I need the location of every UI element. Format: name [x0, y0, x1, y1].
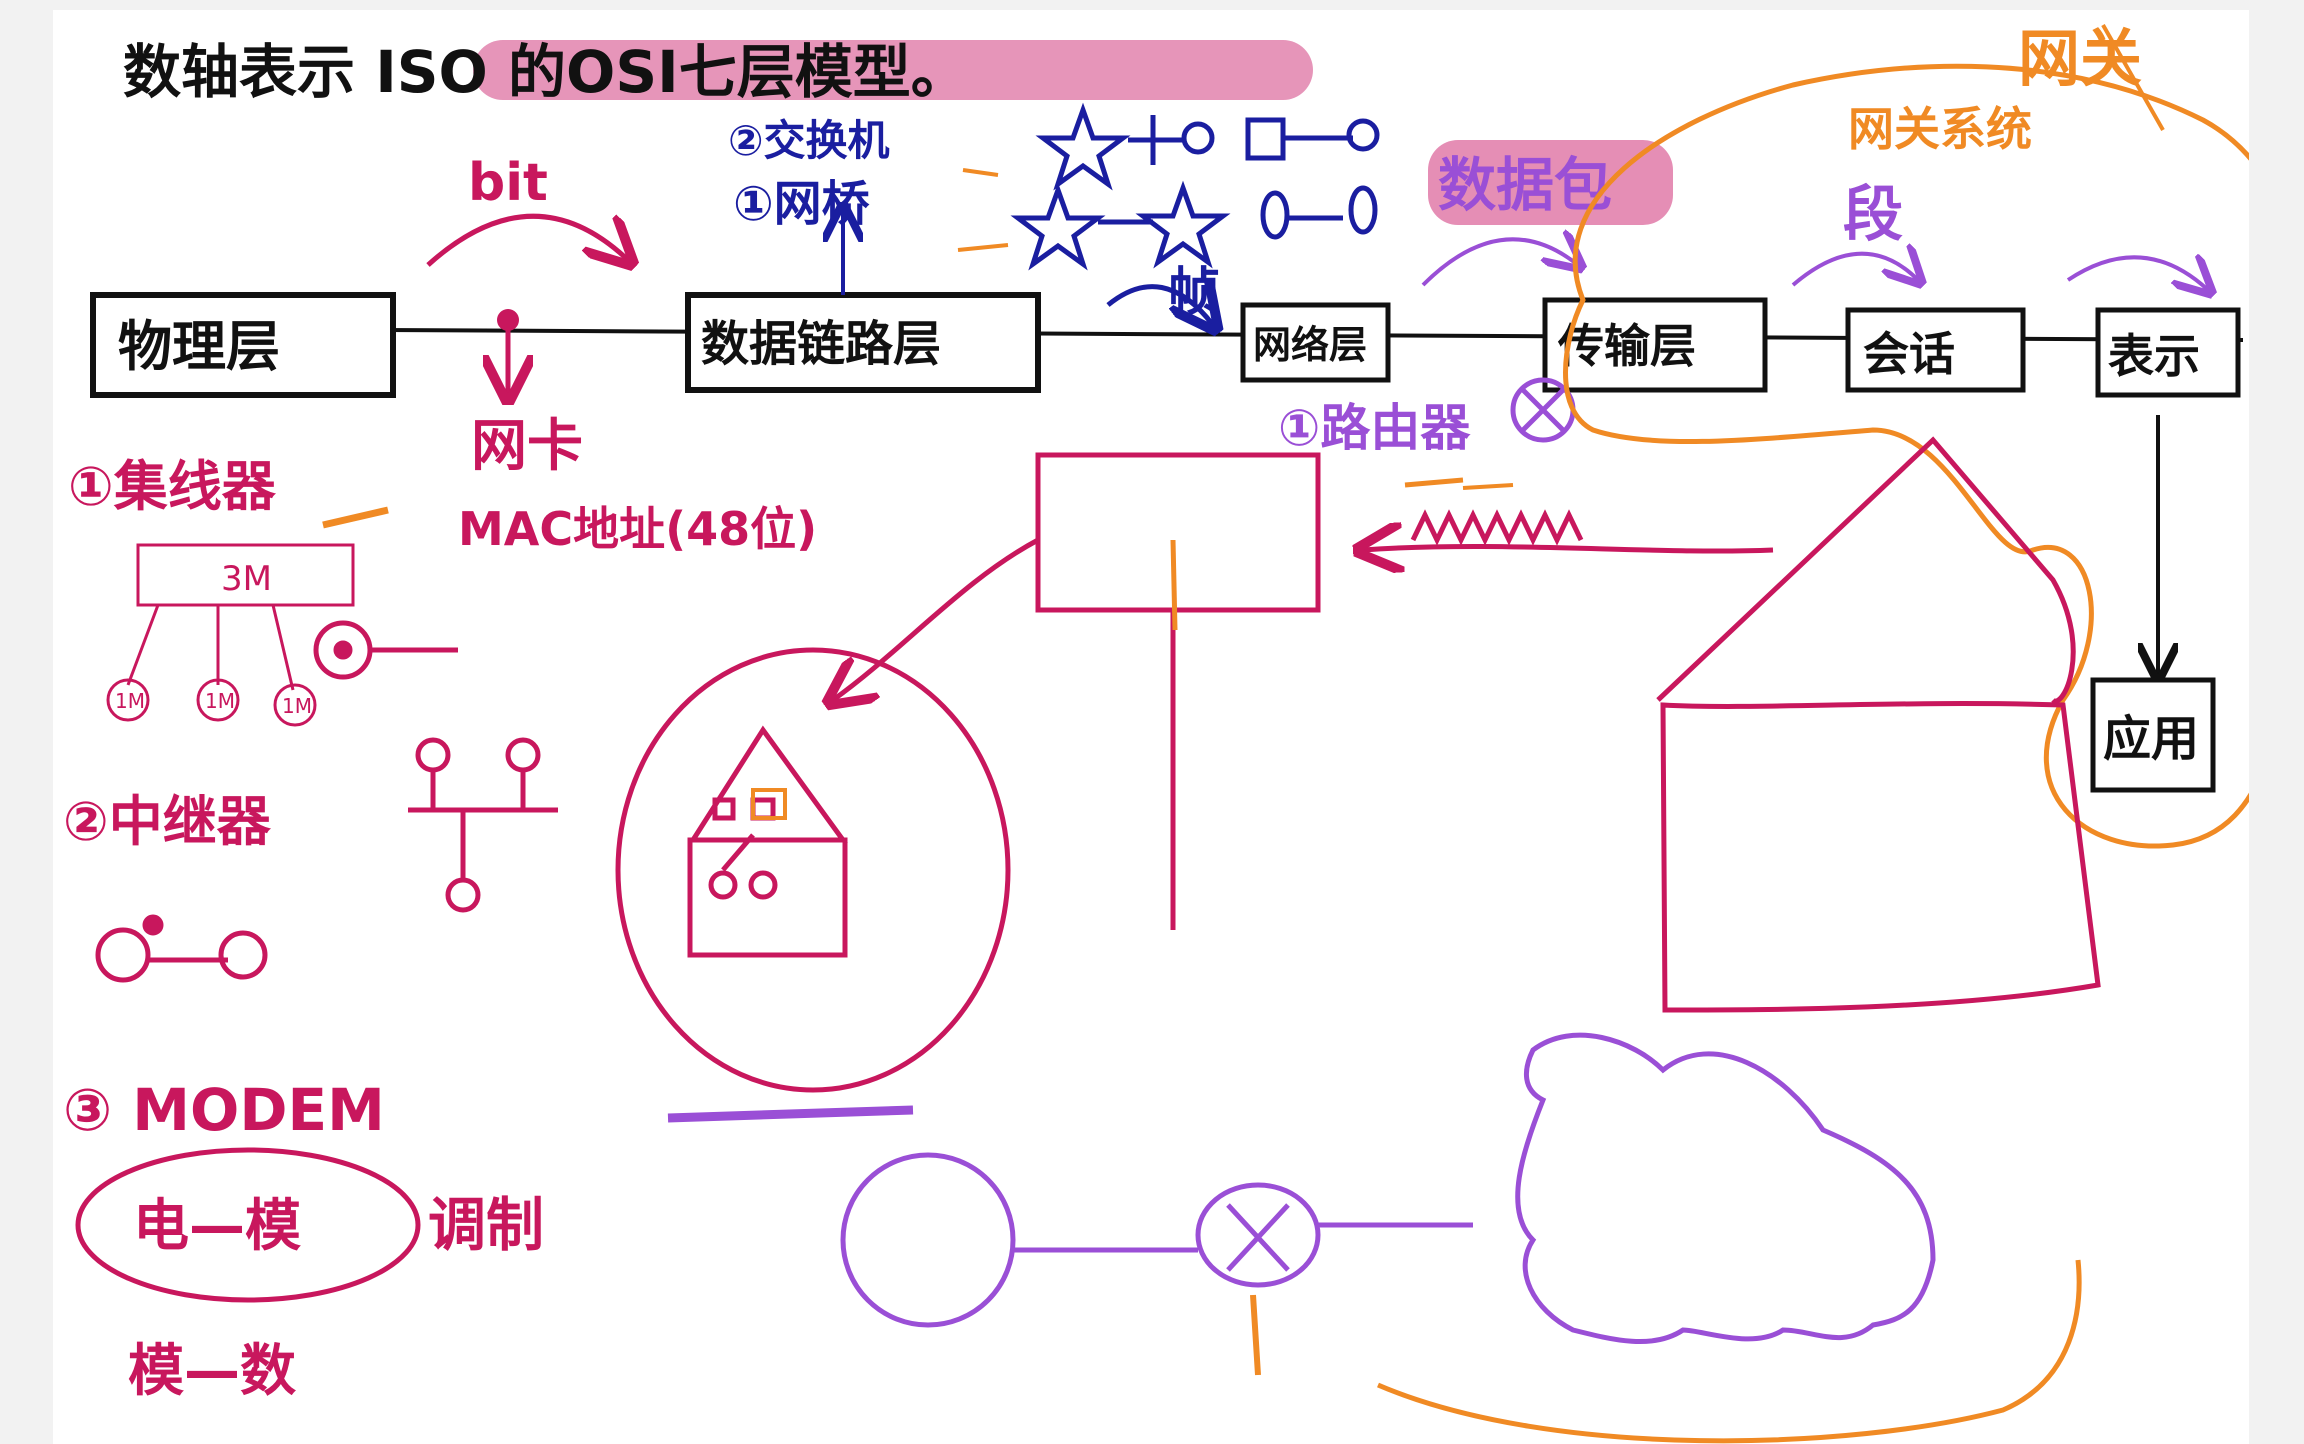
layer-application-label: 应用	[2103, 711, 2199, 767]
switch-label: ②交换机	[728, 116, 890, 165]
bridge-symbols	[1010, 180, 1378, 271]
packet-highlight	[1428, 140, 1673, 225]
gateway-strike	[2101, 24, 2165, 131]
mac-label: MAC地址(48位)	[458, 502, 817, 556]
repeater-diagram	[95, 737, 558, 983]
hub-port-3: 1M	[282, 694, 312, 718]
hub-label: ①集线器	[68, 455, 277, 518]
whiteboard-canvas: 数轴表示 ISO 的OSI七层模型。 物理层 数据链路层 网络层 传输层 会话 …	[53, 10, 2249, 1444]
packet-label: 数据包	[1438, 151, 1612, 219]
layer-presentation-box: 表示	[2095, 307, 2241, 398]
router-label: ①路由器	[1278, 399, 1471, 457]
nic-label: 网卡	[471, 414, 583, 479]
layer-network-label: 网络层	[1253, 323, 1367, 367]
bridge-label: ①网桥	[733, 176, 870, 232]
bit-arrow	[426, 213, 628, 265]
elec-analog-label: 电—模	[133, 1194, 301, 1259]
hub-diagram	[106, 543, 355, 727]
layer-datalink-label: 数据链路层	[701, 316, 941, 372]
layer-physical-box: 物理层	[90, 292, 396, 398]
page-title: 数轴表示 ISO 的OSI七层模型。	[123, 38, 969, 106]
switch-symbols	[1035, 102, 1380, 191]
layer-datalink-box: 数据链路层	[685, 292, 1041, 393]
nic-dot	[497, 309, 519, 331]
packet-arrow	[1421, 239, 1578, 287]
small-house	[687, 725, 848, 958]
gateway-region	[1563, 63, 2249, 849]
analog-num-label: 模—数	[128, 1339, 296, 1404]
frame-label: 帧	[1168, 263, 1220, 323]
big-house	[1656, 436, 2101, 1013]
bit-label: bit	[468, 153, 548, 213]
router-pole-mark	[1170, 539, 1178, 631]
small-house-window	[751, 788, 787, 820]
purple-stroke	[667, 1105, 914, 1123]
layer-presentation-label: 表示	[2108, 329, 2200, 383]
modulation-label: 调制	[428, 1191, 544, 1259]
layer-network-box: 网络层	[1240, 302, 1391, 383]
layer-session-label: 会话	[1863, 327, 1955, 381]
modem-label: ③ MODEM	[63, 1076, 385, 1144]
gateway-system-label: 网关系统	[1848, 102, 2032, 156]
layer-transport-box: 传输层	[1542, 297, 1768, 393]
frame-arrow	[1106, 287, 1213, 325]
switch-underline	[962, 168, 999, 177]
segment-arrow	[1791, 254, 1918, 285]
layer-session-box: 会话	[1845, 307, 2026, 393]
router-underline	[1462, 483, 1514, 490]
hub-box-label: 3M	[221, 559, 272, 599]
gateway-bottom-curve	[1377, 1259, 2082, 1444]
orange-tick	[1250, 1294, 1261, 1376]
session-arrow	[2066, 257, 2208, 290]
wave-mark	[1404, 477, 1464, 488]
layer-transport-label: 传输层	[1557, 319, 1696, 373]
layer-physical-label: 物理层	[118, 315, 280, 378]
hub-node-symbol	[313, 620, 458, 680]
purple-network	[840, 1032, 1936, 1344]
osi-sketch: 数轴表示 ISO 的OSI七层模型。 物理层 数据链路层 网络层 传输层 会话 …	[63, 22, 2249, 1444]
segment-label: 段	[1843, 180, 1903, 250]
elec-analog-ellipse	[75, 1147, 421, 1303]
layer-application-box: 应用	[2090, 677, 2216, 793]
title-highlight	[473, 40, 1313, 100]
repeater-label: ②中继器	[63, 790, 272, 853]
bridge-underline	[957, 243, 1009, 252]
hub-port-1: 1M	[115, 689, 145, 713]
hub-underline	[322, 506, 389, 529]
hub-port-2: 1M	[205, 689, 235, 713]
router-sketch	[615, 452, 1774, 1093]
